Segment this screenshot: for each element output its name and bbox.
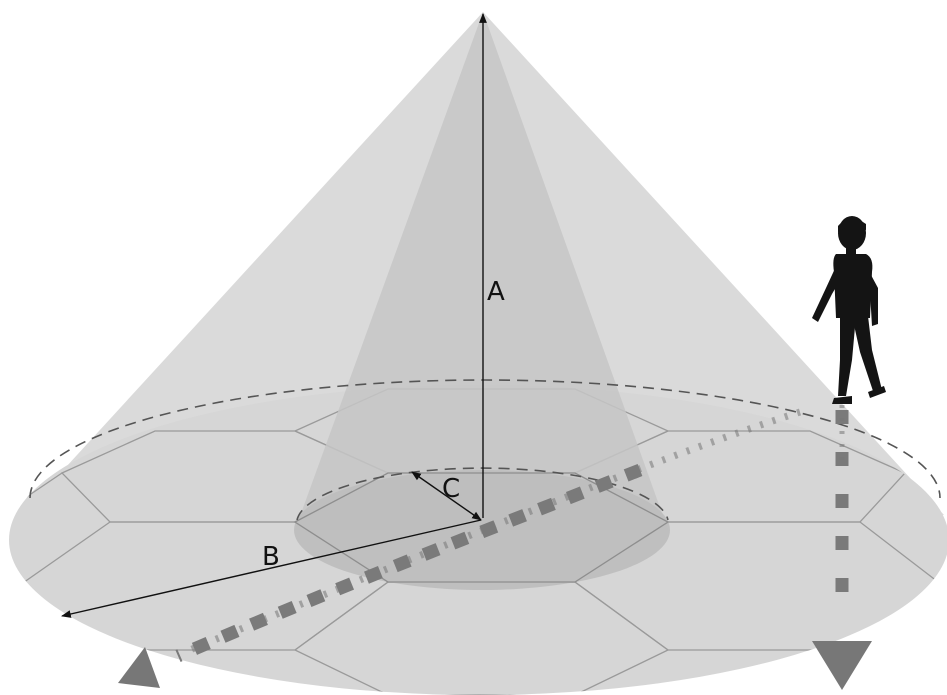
outer-ellipse-dashed-outline [29, 379, 941, 499]
inner-radius-dimension-line [411, 471, 482, 521]
label-inner-radius: C [442, 474, 460, 504]
walking-person-icon [812, 216, 886, 404]
label-outer-radius: B [262, 542, 280, 572]
triangle-arrow-icon [118, 647, 160, 688]
label-height: A [487, 277, 505, 307]
triangle-arrow-icon [812, 641, 872, 690]
inner-hexagon [293, 472, 670, 583]
walk-path-across-bold [175, 463, 643, 662]
outer-radius-dimension-line [61, 519, 482, 618]
